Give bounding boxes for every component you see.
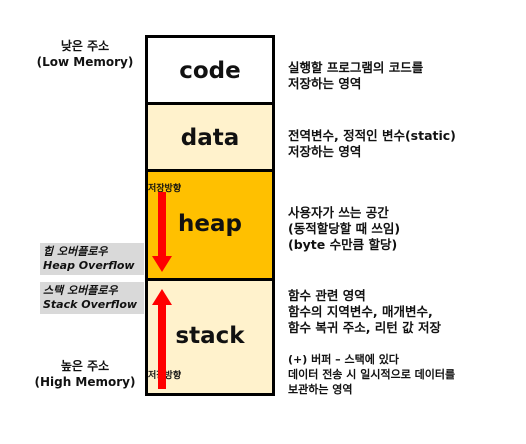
code-description: 실행할 프로그램의 코드를 저장하는 영역 <box>288 60 423 92</box>
heap-desc-line: 사용자가 쓰는 공간 <box>288 205 389 220</box>
stack-overflow-korean: 스택 오버플로우 <box>43 284 118 297</box>
data-segment: data <box>145 102 275 172</box>
stack-description: 함수 관련 영역 함수의 지역변수, 매개변수, 함수 복귀 주소, 리턴 값 … <box>288 288 441 336</box>
low-memory-korean: 낮은 주소 <box>60 39 110 53</box>
heap-segment-label: heap <box>178 211 242 237</box>
data-segment-label: data <box>180 125 240 151</box>
heap-down-arrow <box>152 192 172 272</box>
code-segment-label: code <box>179 58 241 84</box>
stack-overflow-english: Stack Overflow <box>43 298 138 311</box>
stack-desc-line: 함수 관련 영역 <box>288 288 366 303</box>
stack-overflow-tag: 스택 오버플로우 Stack Overflow <box>40 282 144 314</box>
stack-segment-label: stack <box>175 323 245 349</box>
stack-up-arrow <box>152 289 172 389</box>
buffer-desc-line: 보관하는 영역 <box>288 383 353 396</box>
heap-overflow-english: Heap Overflow <box>43 259 135 272</box>
code-desc-line: 실행할 프로그램의 코드를 <box>288 60 424 75</box>
low-memory-label: 낮은 주소 (Low Memory) <box>30 38 140 70</box>
heap-direction-label: 저장방향 <box>148 184 182 194</box>
heap-overflow-korean: 힙 오버플로우 <box>43 245 108 258</box>
buffer-desc-line: 데이터 전송 시 일시적으로 데이터를 <box>288 368 456 381</box>
heap-overflow-tag: 힙 오버플로우 Heap Overflow <box>40 243 144 275</box>
heap-desc-line: (byte 수만큼 할당) <box>288 237 398 252</box>
heap-description: 사용자가 쓰는 공간 (동적할당할 때 쓰임) (byte 수만큼 할당) <box>288 205 400 253</box>
stack-desc-line: 함수의 지역변수, 매개변수, <box>288 304 433 319</box>
code-desc-line: 저장하는 영역 <box>288 76 362 91</box>
high-memory-korean: 높은 주소 <box>60 359 110 373</box>
high-memory-label: 높은 주소 (High Memory) <box>30 358 140 390</box>
buffer-description: (+) 버퍼 – 스택에 있다 데이터 전송 시 일시적으로 데이터를 보관하는… <box>288 352 455 397</box>
buffer-desc-line: (+) 버퍼 – 스택에 있다 <box>288 353 399 366</box>
stack-desc-line: 함수 복귀 주소, 리턴 값 저장 <box>288 320 442 335</box>
heap-desc-line: (동적할당할 때 쓰임) <box>288 221 401 236</box>
high-memory-english: (High Memory) <box>34 375 136 389</box>
code-segment: code <box>145 35 275 105</box>
low-memory-english: (Low Memory) <box>36 55 134 69</box>
data-desc-line: 전역변수, 정적인 변수(static) <box>288 128 456 143</box>
data-description: 전역변수, 정적인 변수(static) 저장하는 영역 <box>288 128 456 160</box>
data-desc-line: 저장하는 영역 <box>288 144 362 159</box>
stack-segment: stack <box>145 278 275 396</box>
